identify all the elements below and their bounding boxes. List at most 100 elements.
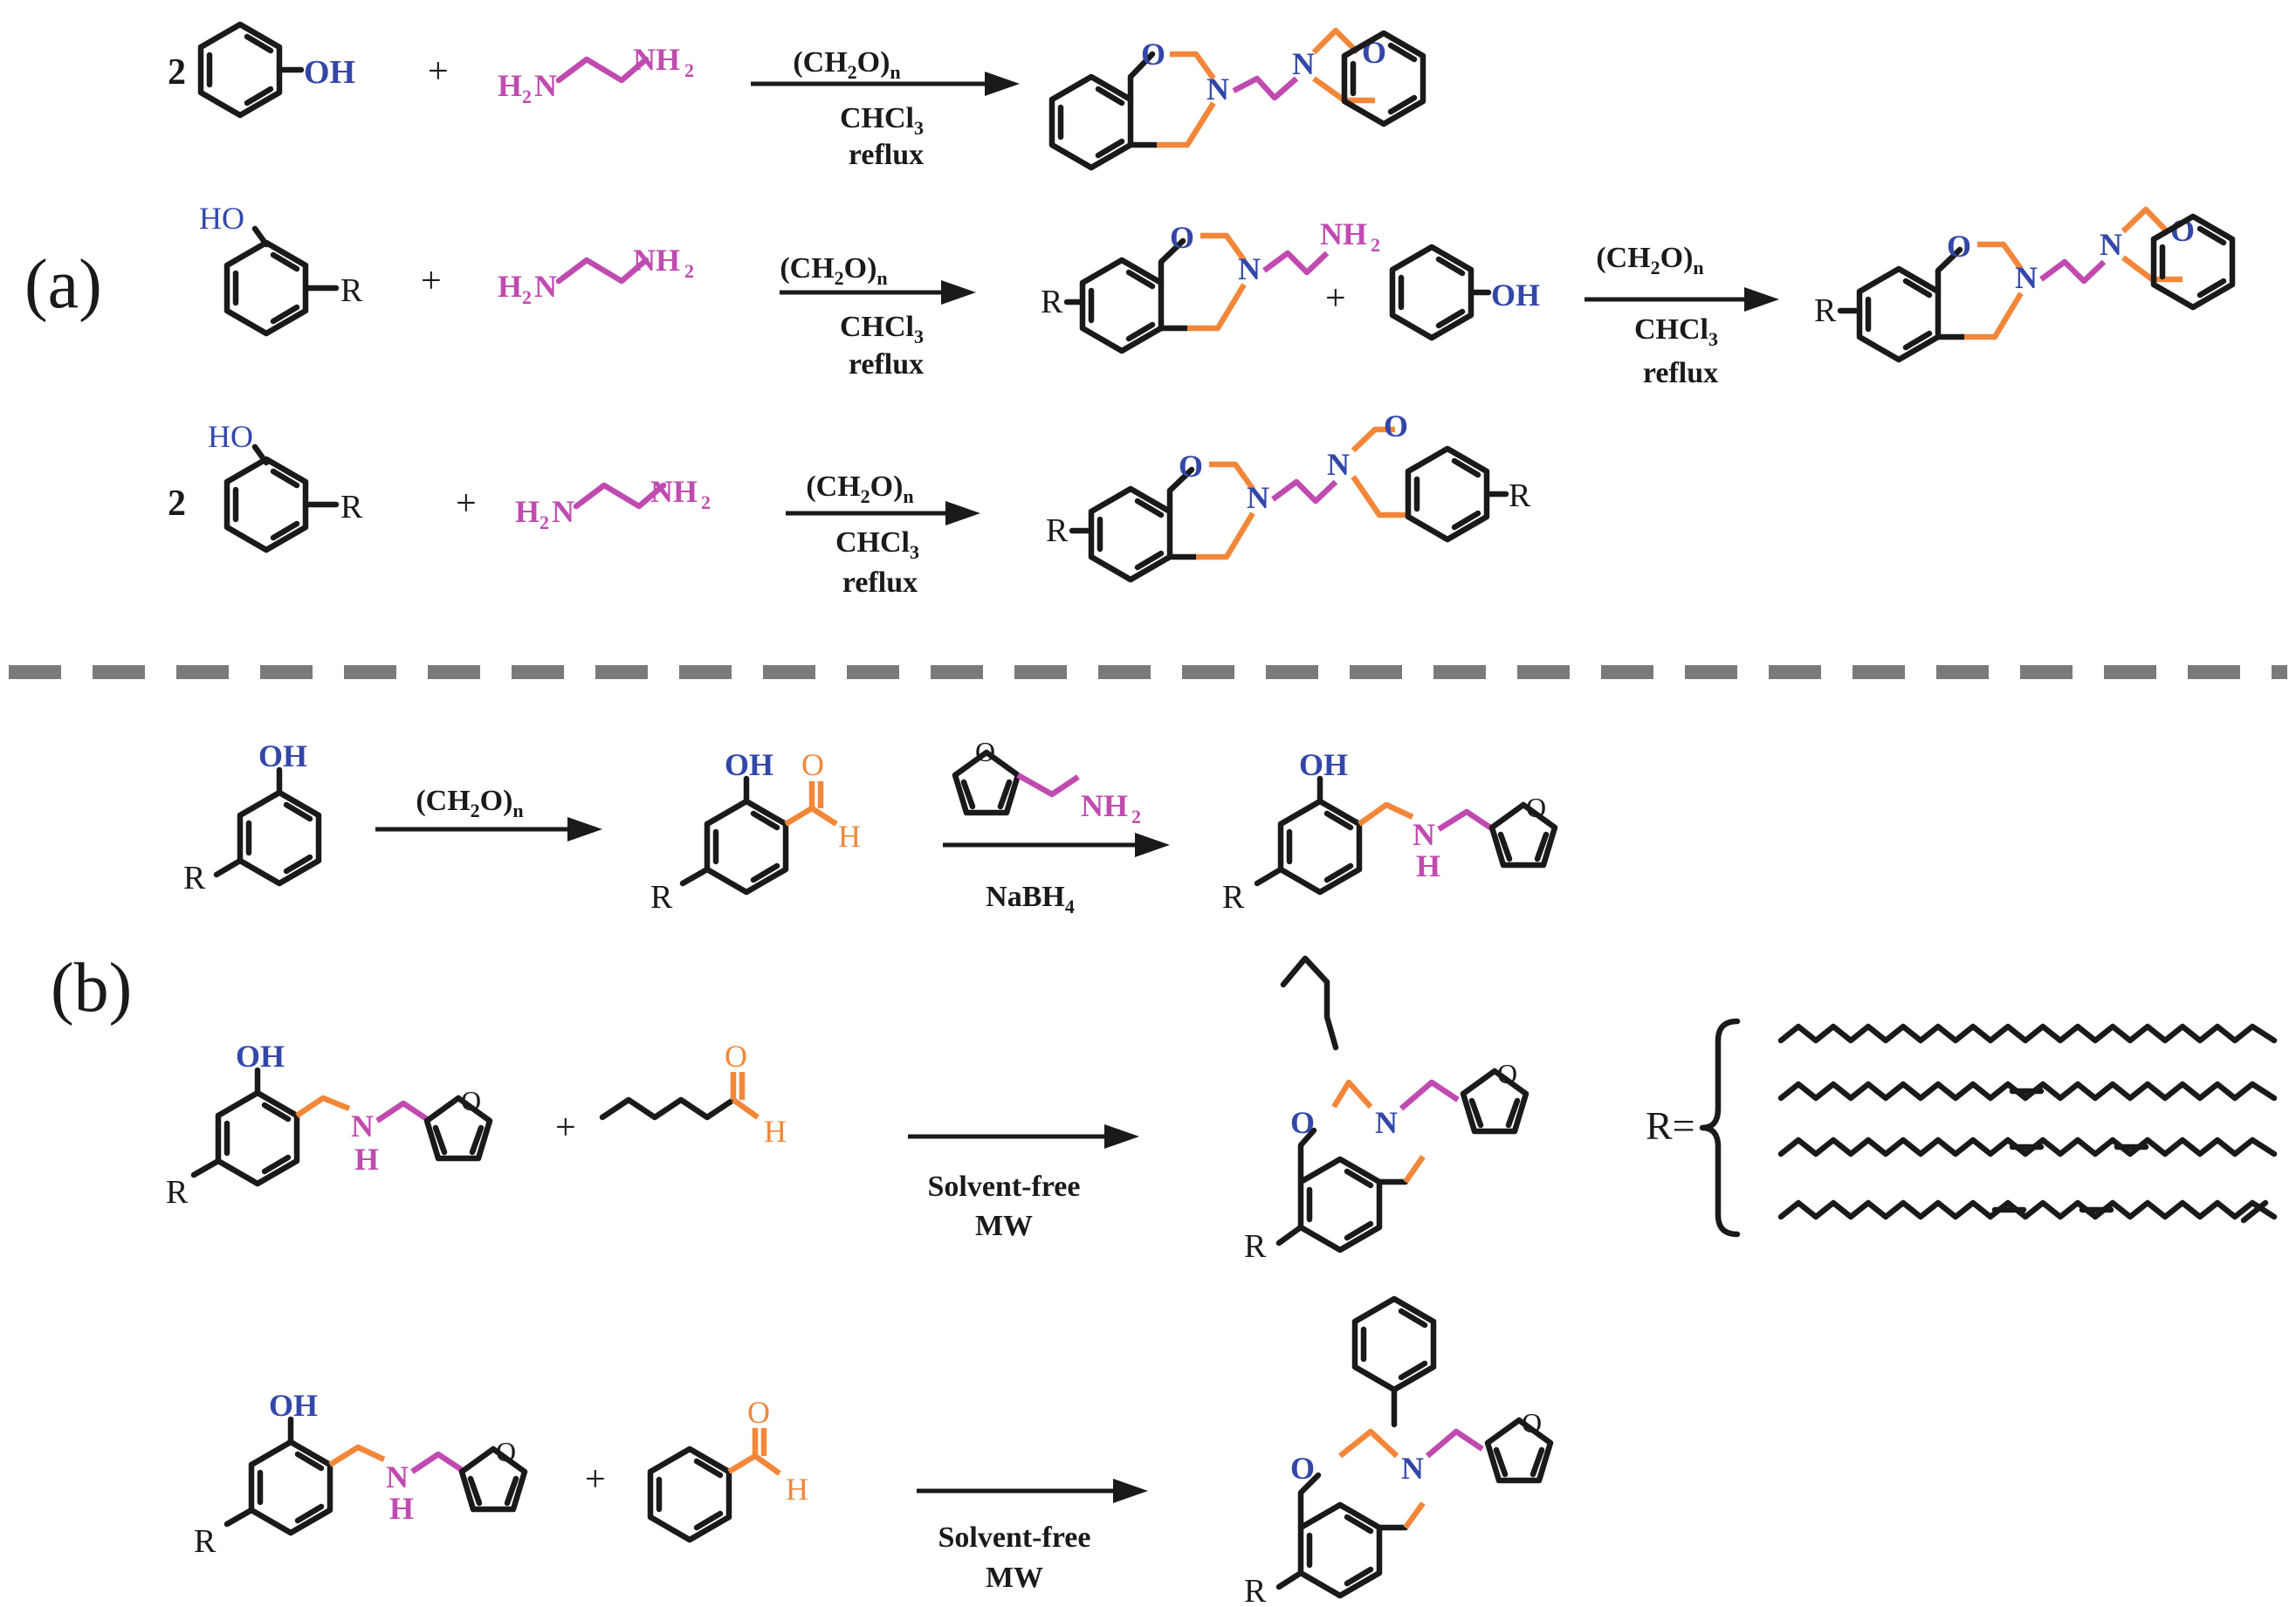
valeraldehyde: O H — [599, 1039, 787, 1149]
ethylenediamine: H 2 N NH 2 — [498, 42, 694, 107]
svg-text:O: O — [1290, 1105, 1315, 1140]
svg-text:O: O — [1384, 409, 1408, 443]
svg-text:R: R — [1814, 292, 1837, 329]
svg-text:H: H — [354, 1142, 379, 1177]
row-b3: OH R N H O + O H Solvent-free MW — [194, 1299, 1550, 1607]
r-chain-monoene — [1777, 1081, 2278, 1102]
svg-text:O: O — [496, 1436, 516, 1467]
svg-text:H: H — [838, 819, 861, 854]
svg-text:O: O — [747, 1395, 770, 1430]
r-chain-diene — [1777, 1137, 2278, 1157]
svg-text:R: R — [1222, 879, 1245, 916]
svg-text:N: N — [534, 269, 557, 304]
svg-text:NH: NH — [650, 474, 698, 509]
panel-label-a: (a) — [24, 246, 102, 323]
svg-text:H: H — [786, 1472, 808, 1507]
bis-benzoxazine-product: O N N O — [1052, 27, 1423, 168]
oxygen-label: O — [1141, 37, 1165, 72]
reagent-condition: Solvent-free — [928, 1171, 1081, 1203]
svg-text:OH: OH — [236, 1039, 285, 1074]
row-a1: 2 OH + H 2 N NH 2 (CH2O)n CHCl3 reflux O… — [168, 24, 1423, 171]
reagent-condition: reflux — [1643, 357, 1718, 389]
svg-text:H: H — [764, 1114, 787, 1149]
svg-text:H: H — [498, 269, 522, 304]
svg-text:NH: NH — [1081, 788, 1128, 823]
svg-text:OH: OH — [258, 738, 307, 773]
nitrogen-label: N — [1206, 72, 1229, 106]
reagent-reductant: NaBH4 — [986, 881, 1075, 917]
ethylenediamine: H 2 N NH 2 — [498, 243, 694, 308]
asymmetric-bis-benzoxazine: R O N N O — [1814, 206, 2232, 360]
svg-text:NH: NH — [633, 243, 680, 278]
row-b1: OH R (CH2O)n OH R O H O NH 2 — [183, 736, 1555, 917]
svg-text:N: N — [1238, 251, 1261, 286]
symmetric-bis-benzoxazine: R O N N O R — [1046, 409, 1531, 580]
svg-text:O: O — [975, 736, 995, 767]
svg-text:N: N — [2100, 227, 2122, 262]
aminomethylphenol-product: OH R N H O — [1222, 747, 1555, 916]
r-group-definitions: R= — [1646, 1018, 2278, 1238]
svg-text:2: 2 — [522, 86, 532, 107]
phenyl-benzoxazine-product: R O N O — [1244, 1299, 1550, 1607]
butyl-benzoxazine-product: R O N O — [1244, 955, 1526, 1265]
phenol-ring — [201, 24, 279, 115]
svg-text:O: O — [725, 1039, 747, 1074]
reagent-solvent: CHCl3 — [840, 102, 924, 139]
svg-text:N: N — [1413, 817, 1435, 852]
svg-text:R: R — [650, 879, 673, 916]
svg-text:O: O — [1497, 1058, 1517, 1089]
svg-text:R: R — [1046, 512, 1069, 549]
phenol-ring — [1392, 247, 1471, 338]
plus-sign: + — [555, 1108, 576, 1148]
r-chain-saturated — [1777, 1023, 2278, 1044]
svg-text:2: 2 — [1371, 234, 1380, 256]
substituent-label: R — [340, 272, 363, 309]
r-chain-triene — [1777, 1199, 2278, 1220]
hydroxyl-label: OH — [304, 54, 355, 91]
plus-sign: + — [1325, 278, 1346, 319]
svg-text:N: N — [2015, 260, 2038, 295]
r-group-label: R= — [1646, 1103, 1695, 1148]
reagent-paraformaldehyde: (CH2O)n — [416, 785, 523, 821]
mono-benzoxazine-intermediate: R O N NH 2 — [1041, 216, 1380, 351]
row-b2: OH R N H O + O H Solvent-free MW — [166, 955, 2278, 1265]
svg-text:N: N — [552, 494, 574, 529]
svg-text:O: O — [1947, 229, 1971, 264]
row-a3: 2 HO R + H 2 N NH 2 (CH2O)n CHCl3 reflux… — [168, 409, 1531, 599]
svg-text:H: H — [515, 494, 540, 529]
panel-label-b: (b) — [51, 950, 132, 1027]
plus-sign: + — [428, 52, 449, 92]
svg-text:2: 2 — [701, 491, 711, 513]
plus-sign: + — [421, 261, 442, 301]
svg-text:N: N — [386, 1459, 409, 1494]
svg-text:2: 2 — [540, 512, 549, 533]
svg-text:N: N — [351, 1109, 374, 1143]
coefficient-label: 2 — [168, 52, 186, 93]
reagent-paraformaldehyde: (CH2O)n — [780, 252, 887, 289]
reagent-energy: MW — [986, 1562, 1043, 1594]
svg-text:O: O — [801, 747, 824, 782]
svg-text:R: R — [194, 1523, 217, 1560]
coefficient-label: 2 — [168, 484, 186, 524]
brace — [1699, 1018, 1741, 1238]
hydroxyl-label: OH — [1491, 278, 1540, 312]
svg-text:2: 2 — [684, 59, 694, 81]
hydroxyl-label: HO — [199, 201, 244, 236]
row-a2: HO R + H 2 N NH 2 (CH2O)n CHCl3 reflux R… — [199, 201, 2232, 389]
svg-text:R: R — [1244, 1228, 1267, 1265]
svg-text:H: H — [1416, 848, 1440, 883]
svg-text:N: N — [1327, 447, 1350, 482]
svg-text:OH: OH — [1299, 747, 1348, 782]
reagent-condition: reflux — [849, 348, 924, 381]
svg-text:O: O — [1522, 1407, 1542, 1439]
reagent-paraformaldehyde: (CH2O)n — [806, 470, 913, 507]
svg-text:O: O — [1170, 220, 1194, 255]
svg-text:2: 2 — [522, 286, 532, 308]
svg-text:N: N — [1375, 1105, 1398, 1140]
svg-text:O: O — [1526, 792, 1546, 823]
reagent-condition: reflux — [849, 139, 924, 171]
plus-sign: + — [585, 1459, 606, 1500]
benzaldehyde: O H — [650, 1395, 808, 1540]
reagent-paraformaldehyde: (CH2O)n — [793, 46, 900, 83]
nitrogen-label: N — [1292, 46, 1315, 81]
